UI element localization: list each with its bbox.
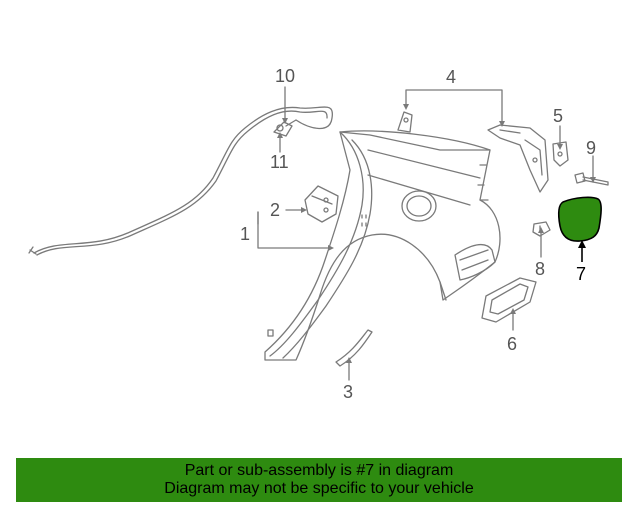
callout-2: 2 xyxy=(270,200,280,220)
fuel-filler-door-part-7 xyxy=(557,196,602,242)
bracket-left-part-4 xyxy=(397,111,413,133)
callout-1: 1 xyxy=(240,224,250,244)
callout-4: 4 xyxy=(446,67,456,87)
banner-line-part: Part or sub-assembly is #7 in diagram xyxy=(184,462,454,479)
bracket-part-2 xyxy=(304,185,339,223)
quarter-panel-part-1 xyxy=(264,130,501,361)
callout-7: 7 xyxy=(576,264,586,284)
release-cable-part-10 xyxy=(28,106,333,256)
molding-part-3 xyxy=(335,329,373,367)
callout-arrowheads xyxy=(277,104,596,363)
part-7-arrowhead xyxy=(578,240,586,248)
bracket-right-part-4 xyxy=(487,124,549,193)
callout-8: 8 xyxy=(535,259,545,279)
bolt-part-9 xyxy=(574,172,609,186)
cable-clip-part-11 xyxy=(273,119,297,137)
callout-11: 11 xyxy=(270,152,289,172)
callout-10: 10 xyxy=(275,66,295,86)
callout-5: 5 xyxy=(553,106,563,126)
callout-3: 3 xyxy=(343,382,353,402)
fuel-housing-part-6 xyxy=(481,277,537,323)
banner-line-disclaimer: Diagram may not be specific to your vehi… xyxy=(164,480,474,497)
clip-part-5 xyxy=(552,141,569,167)
info-banner: Part or sub-assembly is #7 in diagram Di… xyxy=(16,458,622,502)
callout-6: 6 xyxy=(507,334,517,354)
callout-9: 9 xyxy=(586,138,596,158)
callout-leaders xyxy=(257,86,594,381)
